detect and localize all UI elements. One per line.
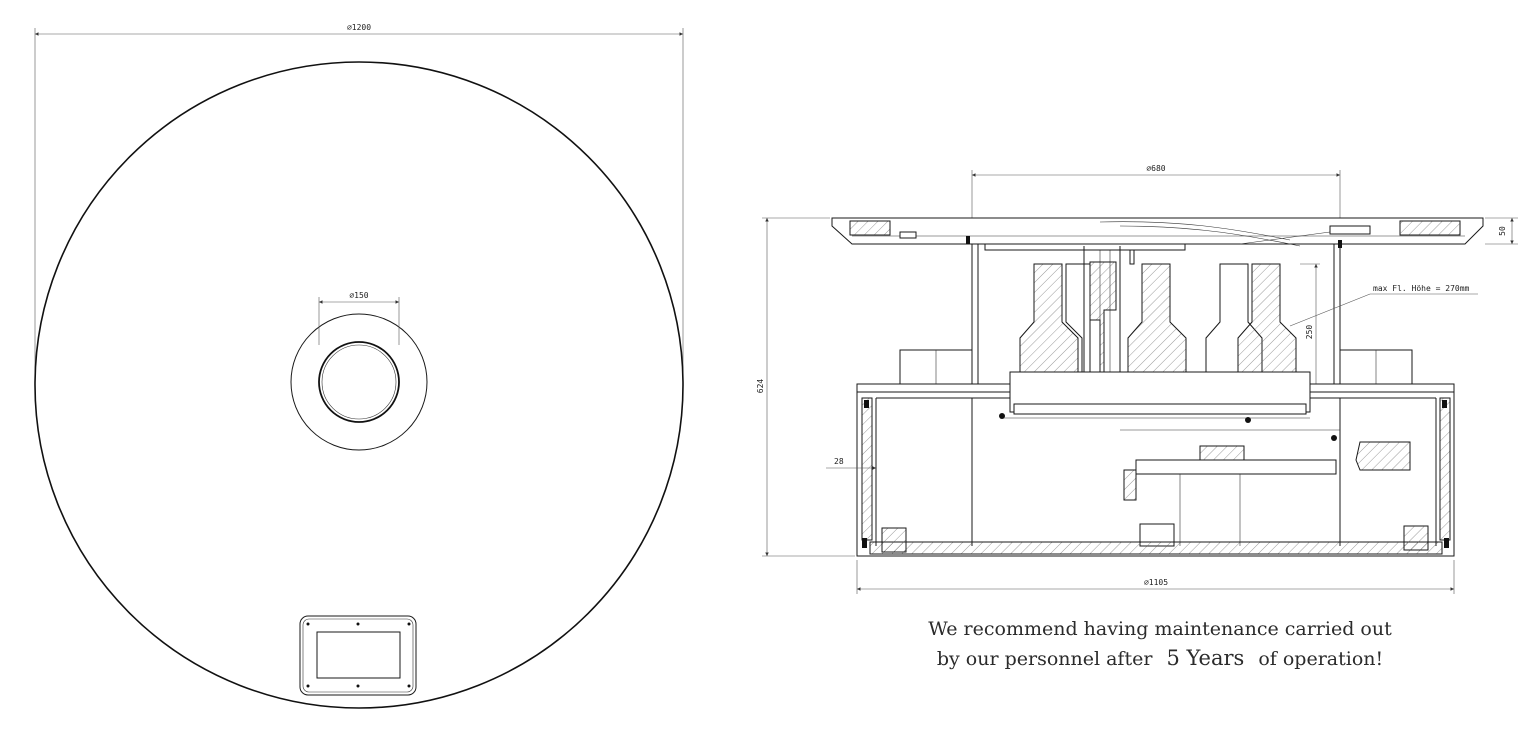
top-diameter-label: ⌀680 (1146, 164, 1165, 173)
plate-thickness-dimension: 50 (1485, 217, 1518, 245)
maintenance-note-line2: by our personnel after 5 Years of operat… (880, 644, 1440, 674)
plan-view: ⌀1200 ⌀150 (34, 23, 684, 709)
outer-diameter-label: ⌀1200 (347, 23, 371, 32)
overall-height-dimension: 624 (756, 217, 855, 557)
wall-offset-label: 28 (834, 457, 844, 466)
maintenance-note: We recommend having maintenance carried … (880, 615, 1440, 674)
maintenance-note-prefix: by our personnel after (936, 648, 1153, 670)
maintenance-interval: 5 Years (1166, 646, 1245, 670)
side-blocks (899, 349, 1413, 391)
bottle-height-label: 250 (1305, 325, 1314, 340)
inner-diameter-dimension: ⌀150 (318, 291, 400, 345)
center-hub (290, 313, 428, 451)
top-plate (831, 217, 1484, 248)
plate-thickness-label: 50 (1498, 226, 1507, 236)
section-view: ⌀680 50 (756, 164, 1518, 594)
service-hatch (299, 615, 417, 696)
overall-height-label: 624 (756, 379, 765, 394)
base-diameter-label: ⌀1105 (1144, 578, 1168, 587)
maintenance-note-suffix: of operation! (1258, 648, 1384, 670)
bottle-height-dimension: 250 (1300, 263, 1320, 396)
base-diameter-dimension: ⌀1105 (856, 560, 1455, 594)
max-height-label: max Fl. Höhe = 270mm (1373, 284, 1470, 293)
outer-diameter-dimension: ⌀1200 (34, 23, 684, 380)
wall-offset-dimension: 28 (826, 457, 876, 470)
max-height-note: max Fl. Höhe = 270mm (1289, 284, 1478, 327)
lower-housing (856, 371, 1455, 557)
maintenance-note-line1: We recommend having maintenance carried … (928, 618, 1392, 640)
inner-diameter-label: ⌀150 (349, 291, 368, 300)
